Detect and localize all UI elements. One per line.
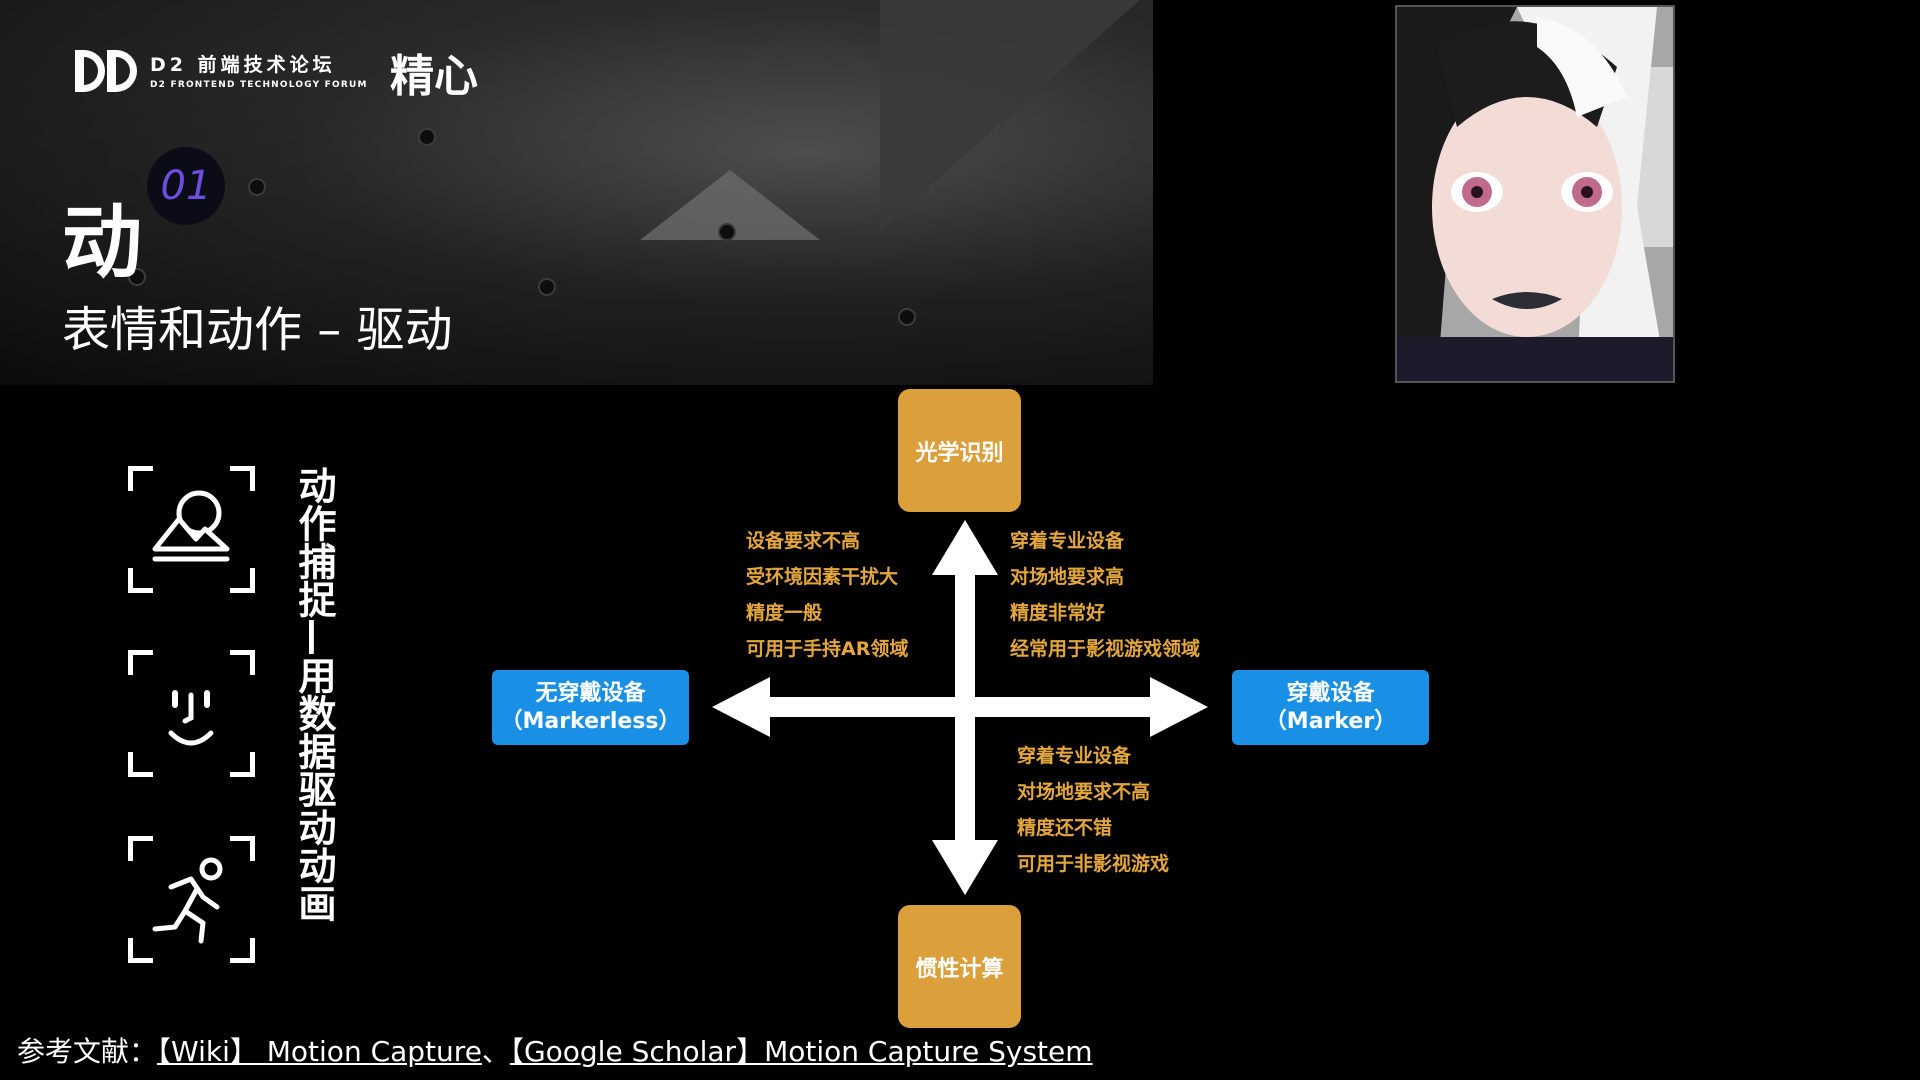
- references-label: 参考文献：: [17, 1035, 158, 1068]
- feature-item: 精度一般: [746, 602, 823, 624]
- arrow-up-icon: [932, 520, 998, 575]
- horizontal-axis: [750, 697, 1170, 717]
- banner-decoration: [880, 0, 1140, 230]
- feature-item: 设备要求不高: [746, 530, 861, 552]
- wiki-link[interactable]: 【Wiki】 Motion Capture: [157, 1035, 482, 1068]
- feature-item: 对场地要求高: [1010, 566, 1125, 588]
- arrow-right-icon: [1150, 677, 1208, 737]
- markerless-node: 无穿戴设备 （Markerless）: [492, 670, 689, 745]
- vertical-title: 动作捕捉—用数据驱动动画: [292, 466, 336, 922]
- inertial-computing-node: 惯性计算: [898, 905, 1021, 1028]
- face-scan-icon: [128, 650, 255, 777]
- logo-title: D2 前端技术论坛: [150, 54, 336, 76]
- feature-item: 可用于手持AR领域: [746, 638, 909, 660]
- node-sublabel: （Markerless）: [500, 708, 681, 734]
- avatar-illustration: [1397, 7, 1673, 381]
- smile-face-icon: [168, 690, 214, 746]
- d2-logo-icon: [75, 50, 105, 92]
- feature-item: 经常用于影视游戏领域: [1010, 638, 1201, 660]
- google-scholar-link[interactable]: 【Google Scholar】Motion Capture System: [509, 1035, 1093, 1068]
- banner-decoration: [130, 270, 144, 284]
- arrow-left-icon: [712, 677, 770, 737]
- references: 参考文献：【Wiki】 Motion Capture、【Google Schol…: [17, 1030, 1093, 1070]
- banner-decoration: [420, 130, 434, 144]
- marker-node: 穿戴设备 （Marker）: [1232, 670, 1429, 745]
- optical-recognition-node: 光学识别: [898, 389, 1021, 512]
- banner-decoration: [900, 310, 914, 324]
- d2-logo: [75, 50, 137, 92]
- axis-arrows: [712, 520, 1208, 895]
- banner-decoration: [720, 225, 734, 239]
- banner-decoration: [540, 280, 554, 294]
- avatar-video: [1395, 5, 1675, 383]
- markerless-optical-features: 设备要求不高 受环境因素干扰大 精度一般 可用于手持AR领域: [746, 523, 908, 667]
- page-subtitle: 表情和动作 – 驱动: [62, 302, 453, 358]
- mountain-sun-icon: [152, 490, 230, 562]
- marker-optical-features: 穿着专业设备 对场地要求高 精度非常好 经常用于影视游戏领域: [1010, 523, 1200, 667]
- feature-item: 穿着专业设备: [1010, 530, 1125, 552]
- references-separator: 、: [481, 1035, 510, 1068]
- arrow-down-icon: [932, 840, 998, 895]
- header-banner: D2 前端技术论坛 D2 FRONTEND TECHNOLOGY FORUM 精…: [0, 0, 1153, 385]
- d2-logo-icon: [107, 50, 137, 92]
- feature-item: 精度非常好: [1010, 602, 1106, 624]
- node-label: 无穿戴设备: [535, 680, 646, 706]
- node-label: 穿戴设备: [1286, 680, 1375, 706]
- banner-decoration: [250, 180, 264, 194]
- marker-inertial-features: 穿着专业设备 对场地要求不高 精度还不错 可用于非影视游戏: [1017, 738, 1169, 882]
- feature-item: 可用于非影视游戏: [1017, 853, 1170, 875]
- motion-scan-icon: [128, 836, 255, 963]
- logo-subtitle: D2 FRONTEND TECHNOLOGY FORUM: [150, 80, 368, 90]
- section-title: 动: [62, 196, 142, 289]
- feature-item: 穿着专业设备: [1017, 745, 1132, 767]
- node-label: 光学识别: [915, 440, 1004, 466]
- landscape-scan-icon: [128, 466, 255, 593]
- node-label: 惯性计算: [915, 956, 1004, 982]
- section-number: 01: [147, 147, 225, 225]
- running-person-icon: [152, 857, 223, 944]
- logo-slogan: 精心: [390, 51, 478, 102]
- feature-item: 对场地要求不高: [1017, 781, 1151, 803]
- node-sublabel: （Marker）: [1264, 708, 1397, 734]
- feature-item: 受环境因素干扰大: [746, 566, 899, 588]
- feature-item: 精度还不错: [1017, 817, 1113, 839]
